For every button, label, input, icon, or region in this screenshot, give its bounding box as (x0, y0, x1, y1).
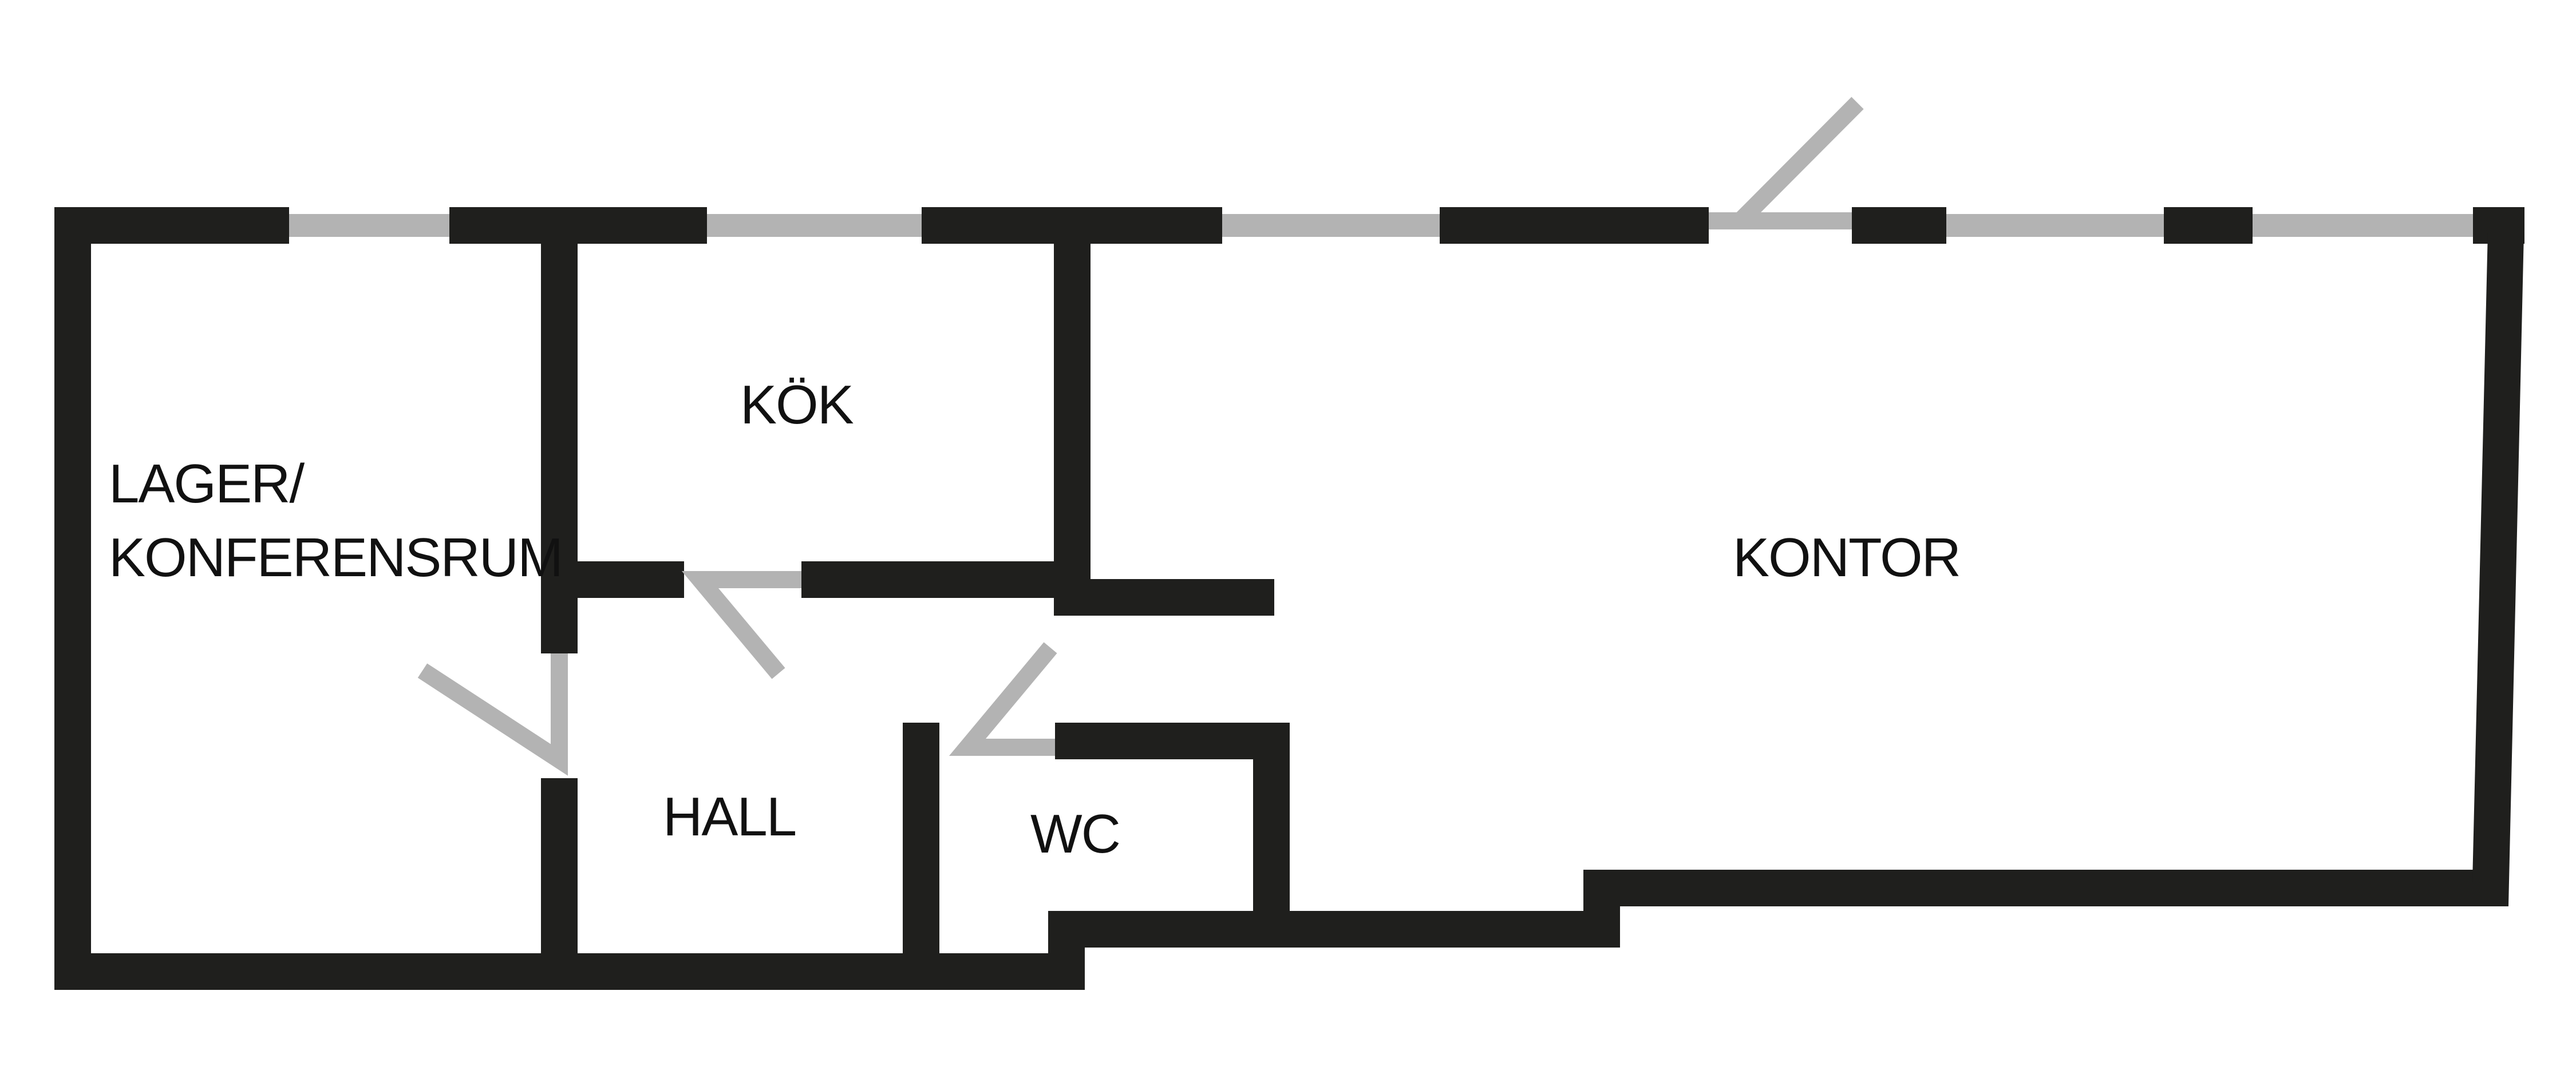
right-outer-wall (2472, 207, 2524, 906)
walls (54, 207, 2524, 990)
wc-right-wall (1253, 723, 1290, 948)
window-1 (289, 214, 449, 237)
doors (417, 97, 1864, 776)
bottom-outer-wall (54, 953, 1085, 990)
room-label-hall: HALL (663, 786, 796, 847)
top-wall-segment (449, 207, 707, 244)
kok-bottom-wall-left (578, 561, 684, 598)
room-labels: LAGER/ KONFERENSRUM KÖK KONTOR HALL WC (109, 374, 1961, 865)
top-wall-segment (1440, 207, 1709, 244)
top-wall-segment (1852, 207, 1946, 244)
room-label-kontor: KONTOR (1733, 527, 1960, 588)
top-wall-segment (2164, 207, 2253, 244)
hall-wc-partition (903, 723, 939, 953)
kok-bottom-wall-right (801, 561, 1091, 598)
lager-door (417, 653, 568, 776)
window-3 (1222, 214, 1440, 237)
kok-kontor-partition (1054, 244, 1091, 616)
room-label-lager: LAGER/ (109, 453, 305, 514)
entrance-door (1709, 97, 1864, 229)
window-4 (1946, 214, 2164, 237)
wc-top-wall (1055, 723, 1290, 759)
lager-partition-lower (541, 778, 578, 953)
room-label-wc: WC (1030, 803, 1120, 865)
window-5 (2253, 214, 2473, 237)
room-label-kok: KÖK (740, 374, 854, 435)
bottom-middle-wall (1048, 911, 1620, 948)
left-outer-wall (54, 207, 91, 990)
kok-door (681, 571, 801, 679)
room-label-konferensrum: KONFERENSRUM (109, 527, 562, 588)
window-2 (707, 214, 922, 237)
top-wall-segment (922, 207, 1222, 244)
wc-door (949, 642, 1057, 756)
windows (289, 214, 2473, 237)
bottom-right-wall (1583, 870, 2508, 906)
kontor-stub-wall (1054, 579, 1274, 616)
top-wall-segment (54, 207, 289, 244)
lager-partition-upper (541, 244, 578, 653)
